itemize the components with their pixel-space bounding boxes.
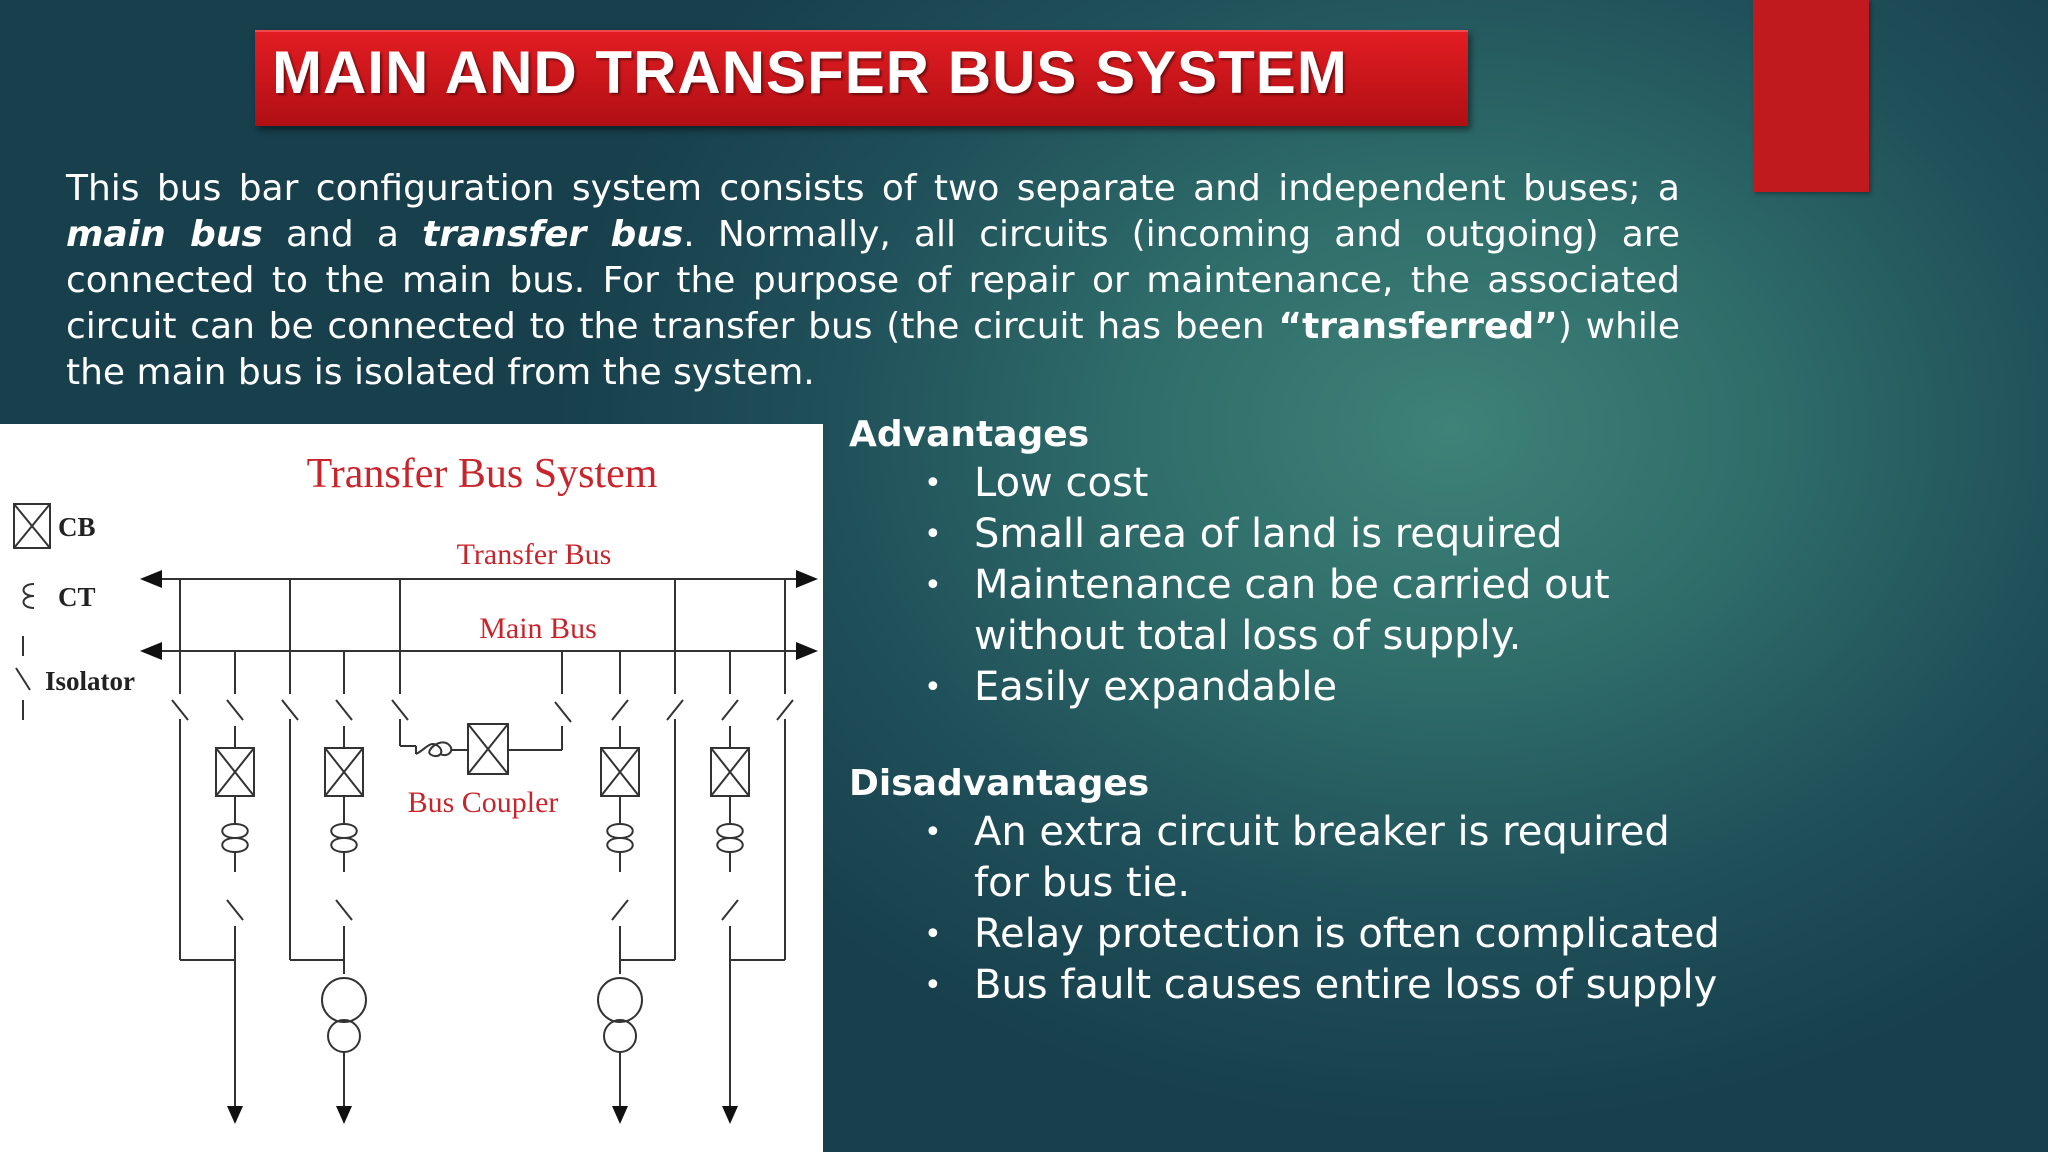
- list-item: • An extra circuit breaker is required fo…: [849, 807, 1734, 909]
- bullet-icon: •: [924, 815, 942, 850]
- advantages-list: • Low cost • Small area of land is require…: [849, 458, 1849, 713]
- list-item: • Easily expandable: [849, 662, 1734, 713]
- bullet-icon: •: [924, 466, 942, 501]
- disadvantages-heading: Disadvantages: [849, 763, 1150, 804]
- intro-transferred: “transferred”: [1278, 306, 1558, 347]
- bus-coupler-label: Bus Coupler: [408, 786, 559, 819]
- diagram-panel: Transfer Bus System Transfer Bus Main Bu…: [0, 424, 823, 1152]
- intro-paragraph: This bus bar configuration system consis…: [66, 166, 1680, 396]
- legend-isolator-label: Isolator: [45, 666, 135, 696]
- advantages-heading: Advantages: [849, 414, 1090, 455]
- legend-ct-symbol: [22, 583, 35, 609]
- bullet-icon: •: [924, 968, 942, 1003]
- slide-title: MAIN AND TRANSFER BUS SYSTEM: [272, 39, 1348, 106]
- bullet-icon: •: [924, 568, 942, 603]
- bullet-icon: •: [924, 517, 942, 552]
- legend-ct-label: CT: [58, 582, 96, 612]
- intro-transfer-bus: transfer bus: [422, 214, 684, 255]
- coupler-ct: [415, 741, 453, 758]
- disadvantages-list: • An extra circuit breaker is required fo…: [849, 807, 1849, 1011]
- list-item: • Low cost: [849, 458, 1734, 509]
- list-item: • Bus fault causes entire loss of supply: [849, 960, 1734, 1011]
- disadvantage-text: An extra circuit breaker is required for…: [974, 809, 1670, 906]
- intro-text-2: and a: [262, 214, 423, 255]
- advantages-section: Advantages • Low cost • Small area of land…: [849, 412, 1849, 713]
- list-item: • Maintenance can be carried out without …: [849, 560, 1734, 662]
- legend-cb-symbol: [13, 503, 51, 549]
- advantage-text: Maintenance can be carried out without t…: [974, 562, 1610, 659]
- diagram-title: Transfer Bus System: [307, 451, 658, 497]
- diagram-lines: [13, 503, 808, 1114]
- transfer-bus-diagram: Transfer Bus System Transfer Bus Main Bu…: [13, 451, 818, 1124]
- main-bus-label: Main Bus: [479, 612, 597, 645]
- transfer-bus-label: Transfer Bus: [457, 538, 612, 571]
- disadvantage-text: Relay protection is often complicated: [974, 911, 1720, 957]
- intro-text-1: This bus bar configuration system consis…: [66, 168, 1680, 209]
- bullet-icon: •: [924, 670, 942, 705]
- advantage-text: Easily expandable: [974, 664, 1338, 710]
- intro-text-4: ) while the main bus is isolated from th…: [66, 306, 1680, 393]
- advantage-text: Low cost: [974, 460, 1149, 506]
- disadvantages-section: Disadvantages • An extra circuit breaker …: [849, 761, 1849, 1011]
- list-item: • Small area of land is required: [849, 509, 1734, 560]
- diagram-arrowheads: [140, 570, 818, 1124]
- accent-bar: [1753, 0, 1869, 192]
- disadvantage-text: Bus fault causes entire loss of supply: [974, 962, 1718, 1008]
- intro-main-bus: main bus: [66, 214, 263, 255]
- legend-cb-label: CB: [58, 512, 96, 542]
- intro-text-3: . Normally, all circuits (incoming and o…: [66, 214, 1680, 347]
- bullet-icon: •: [924, 917, 942, 952]
- list-item: • Relay protection is often complicated: [849, 909, 1734, 960]
- title-banner: MAIN AND TRANSFER BUS SYSTEM: [255, 30, 1468, 126]
- advantage-text: Small area of land is required: [974, 511, 1563, 557]
